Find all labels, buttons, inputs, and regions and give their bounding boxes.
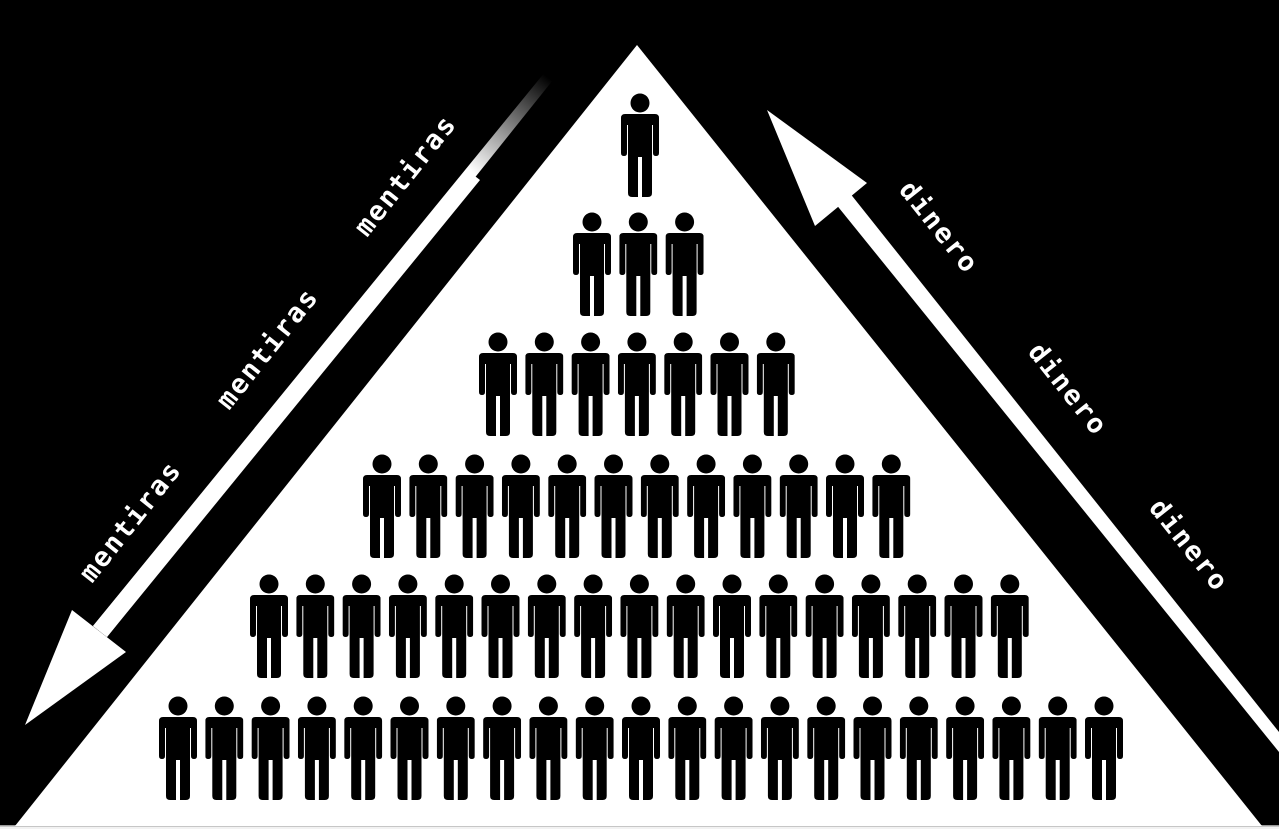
left-arrow <box>25 72 553 725</box>
right-arrowhead-icon <box>767 110 867 226</box>
bottom-strip <box>0 826 1279 829</box>
left-arrowhead-icon <box>25 610 126 725</box>
left-arrow-shaft-solid <box>93 170 480 637</box>
right-arrow-shaft <box>835 192 1279 752</box>
right-arrow <box>767 110 1279 752</box>
